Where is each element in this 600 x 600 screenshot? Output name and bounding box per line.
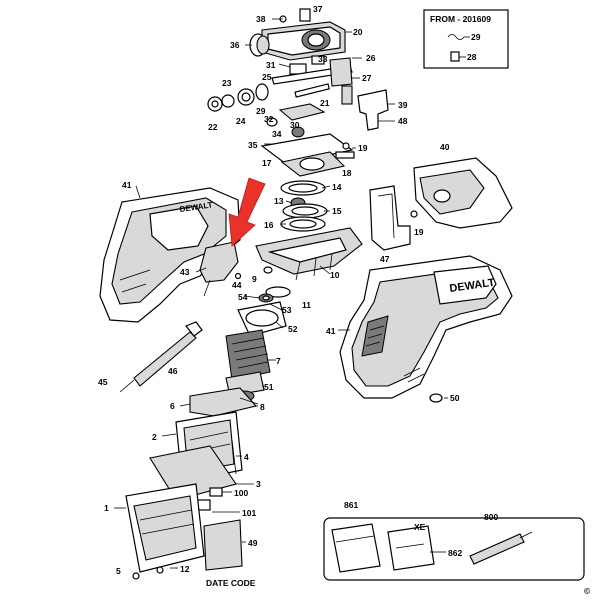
notice-item-28: 28 — [467, 52, 477, 62]
label-50: 50 — [450, 393, 460, 403]
part-labels: 38 37 36 20 31 33 26 25 23 27 21 39 22 2… — [98, 4, 591, 596]
guide-plate — [278, 103, 326, 121]
label-11: 11 — [302, 300, 311, 310]
spindle-parts — [207, 55, 353, 112]
copyright-symbol: © — [584, 586, 591, 596]
label-45: 45 — [98, 377, 108, 387]
shoe-guard-40 — [413, 157, 513, 229]
label-3: 3 — [256, 479, 261, 489]
label-38: 38 — [256, 14, 266, 24]
label-37: 37 — [313, 4, 323, 14]
label-44: 44 — [232, 280, 242, 290]
label-5: 5 — [116, 566, 121, 576]
label-21: 21 — [320, 98, 330, 108]
label-12: 12 — [180, 564, 190, 574]
label-33: 33 — [318, 54, 328, 64]
label-25: 25 — [262, 72, 272, 82]
kit-box-861 — [323, 517, 585, 581]
label-47: 47 — [380, 254, 390, 264]
shaft-46 — [133, 331, 197, 387]
notice-box: FROM - 201609 29 28 — [423, 9, 509, 69]
label-27: 27 — [362, 73, 372, 83]
seal-11 — [265, 286, 291, 298]
label-13: 13 — [274, 196, 284, 206]
notice-item-29: 29 — [471, 32, 481, 42]
label-52: 52 — [288, 324, 298, 334]
label-53: 53 — [282, 305, 292, 315]
label-51: 51 — [264, 382, 274, 392]
label-17: 17 — [262, 158, 272, 168]
gear-case-assembly — [249, 8, 346, 61]
date-code-label: DATE CODE — [206, 578, 256, 588]
label-46: 46 — [168, 366, 178, 376]
switch-43 — [199, 241, 239, 283]
motor-housing-1 — [125, 483, 205, 580]
label-xe: XE — [414, 522, 426, 532]
label-22: 22 — [208, 122, 218, 132]
shoe-47 — [369, 185, 418, 251]
mounting-plate — [260, 133, 354, 165]
blade-clamp-bracket — [357, 89, 389, 131]
label-18: 18 — [342, 168, 352, 178]
label-20: 20 — [353, 27, 363, 37]
label-4: 4 — [244, 452, 249, 462]
label-861: 861 — [344, 500, 358, 510]
label-19-top: 19 — [358, 143, 368, 153]
label-1: 1 — [104, 503, 109, 513]
label-10: 10 — [330, 270, 340, 280]
label-39: 39 — [398, 100, 408, 110]
label-43: 43 — [180, 267, 190, 277]
label-862: 862 — [448, 548, 462, 558]
label-49 — [203, 519, 243, 571]
label-35: 35 — [248, 140, 258, 150]
label-100: 100 — [234, 488, 248, 498]
label-8: 8 — [260, 402, 265, 412]
label-31: 31 — [266, 60, 276, 70]
label-54: 54 — [238, 292, 248, 302]
label-32: 32 — [264, 114, 274, 124]
label-14: 14 — [332, 182, 342, 192]
screw-4 — [231, 439, 237, 475]
leader-lines — [114, 18, 448, 569]
label-19-right: 19 — [414, 227, 424, 237]
housing-half-right-41: DEWALT — [339, 255, 513, 399]
bracket-icon — [450, 51, 460, 62]
label-48: 48 — [398, 116, 408, 126]
label-6: 6 — [170, 401, 175, 411]
armature-assembly — [225, 301, 287, 402]
notice-title: FROM - 201609 — [430, 14, 491, 24]
label-41-left: 41 — [122, 180, 132, 190]
screw-50 — [429, 393, 443, 403]
housing-half-left-41: DEWALT — [99, 187, 241, 323]
baffle-6 — [189, 387, 258, 417]
clip-icon — [447, 34, 465, 40]
label-41-right: 41 — [326, 326, 336, 336]
label-23: 23 — [222, 78, 232, 88]
label-29: 29 — [256, 106, 266, 116]
red-arrow-indicator — [228, 177, 266, 247]
label-24: 24 — [236, 116, 246, 126]
label-7: 7 — [276, 356, 281, 366]
label-16: 16 — [264, 220, 274, 230]
label-800: 800 — [484, 512, 498, 522]
label-101: 101 — [242, 508, 256, 518]
label-15: 15 — [332, 206, 342, 216]
label-26: 26 — [366, 53, 376, 63]
label-34: 34 — [272, 129, 282, 139]
label-9: 9 — [252, 274, 257, 284]
label-30: 30 — [290, 120, 300, 130]
label-2: 2 — [152, 432, 157, 442]
label-49: 49 — [248, 538, 258, 548]
label-36: 36 — [230, 40, 240, 50]
label-40: 40 — [440, 142, 450, 152]
